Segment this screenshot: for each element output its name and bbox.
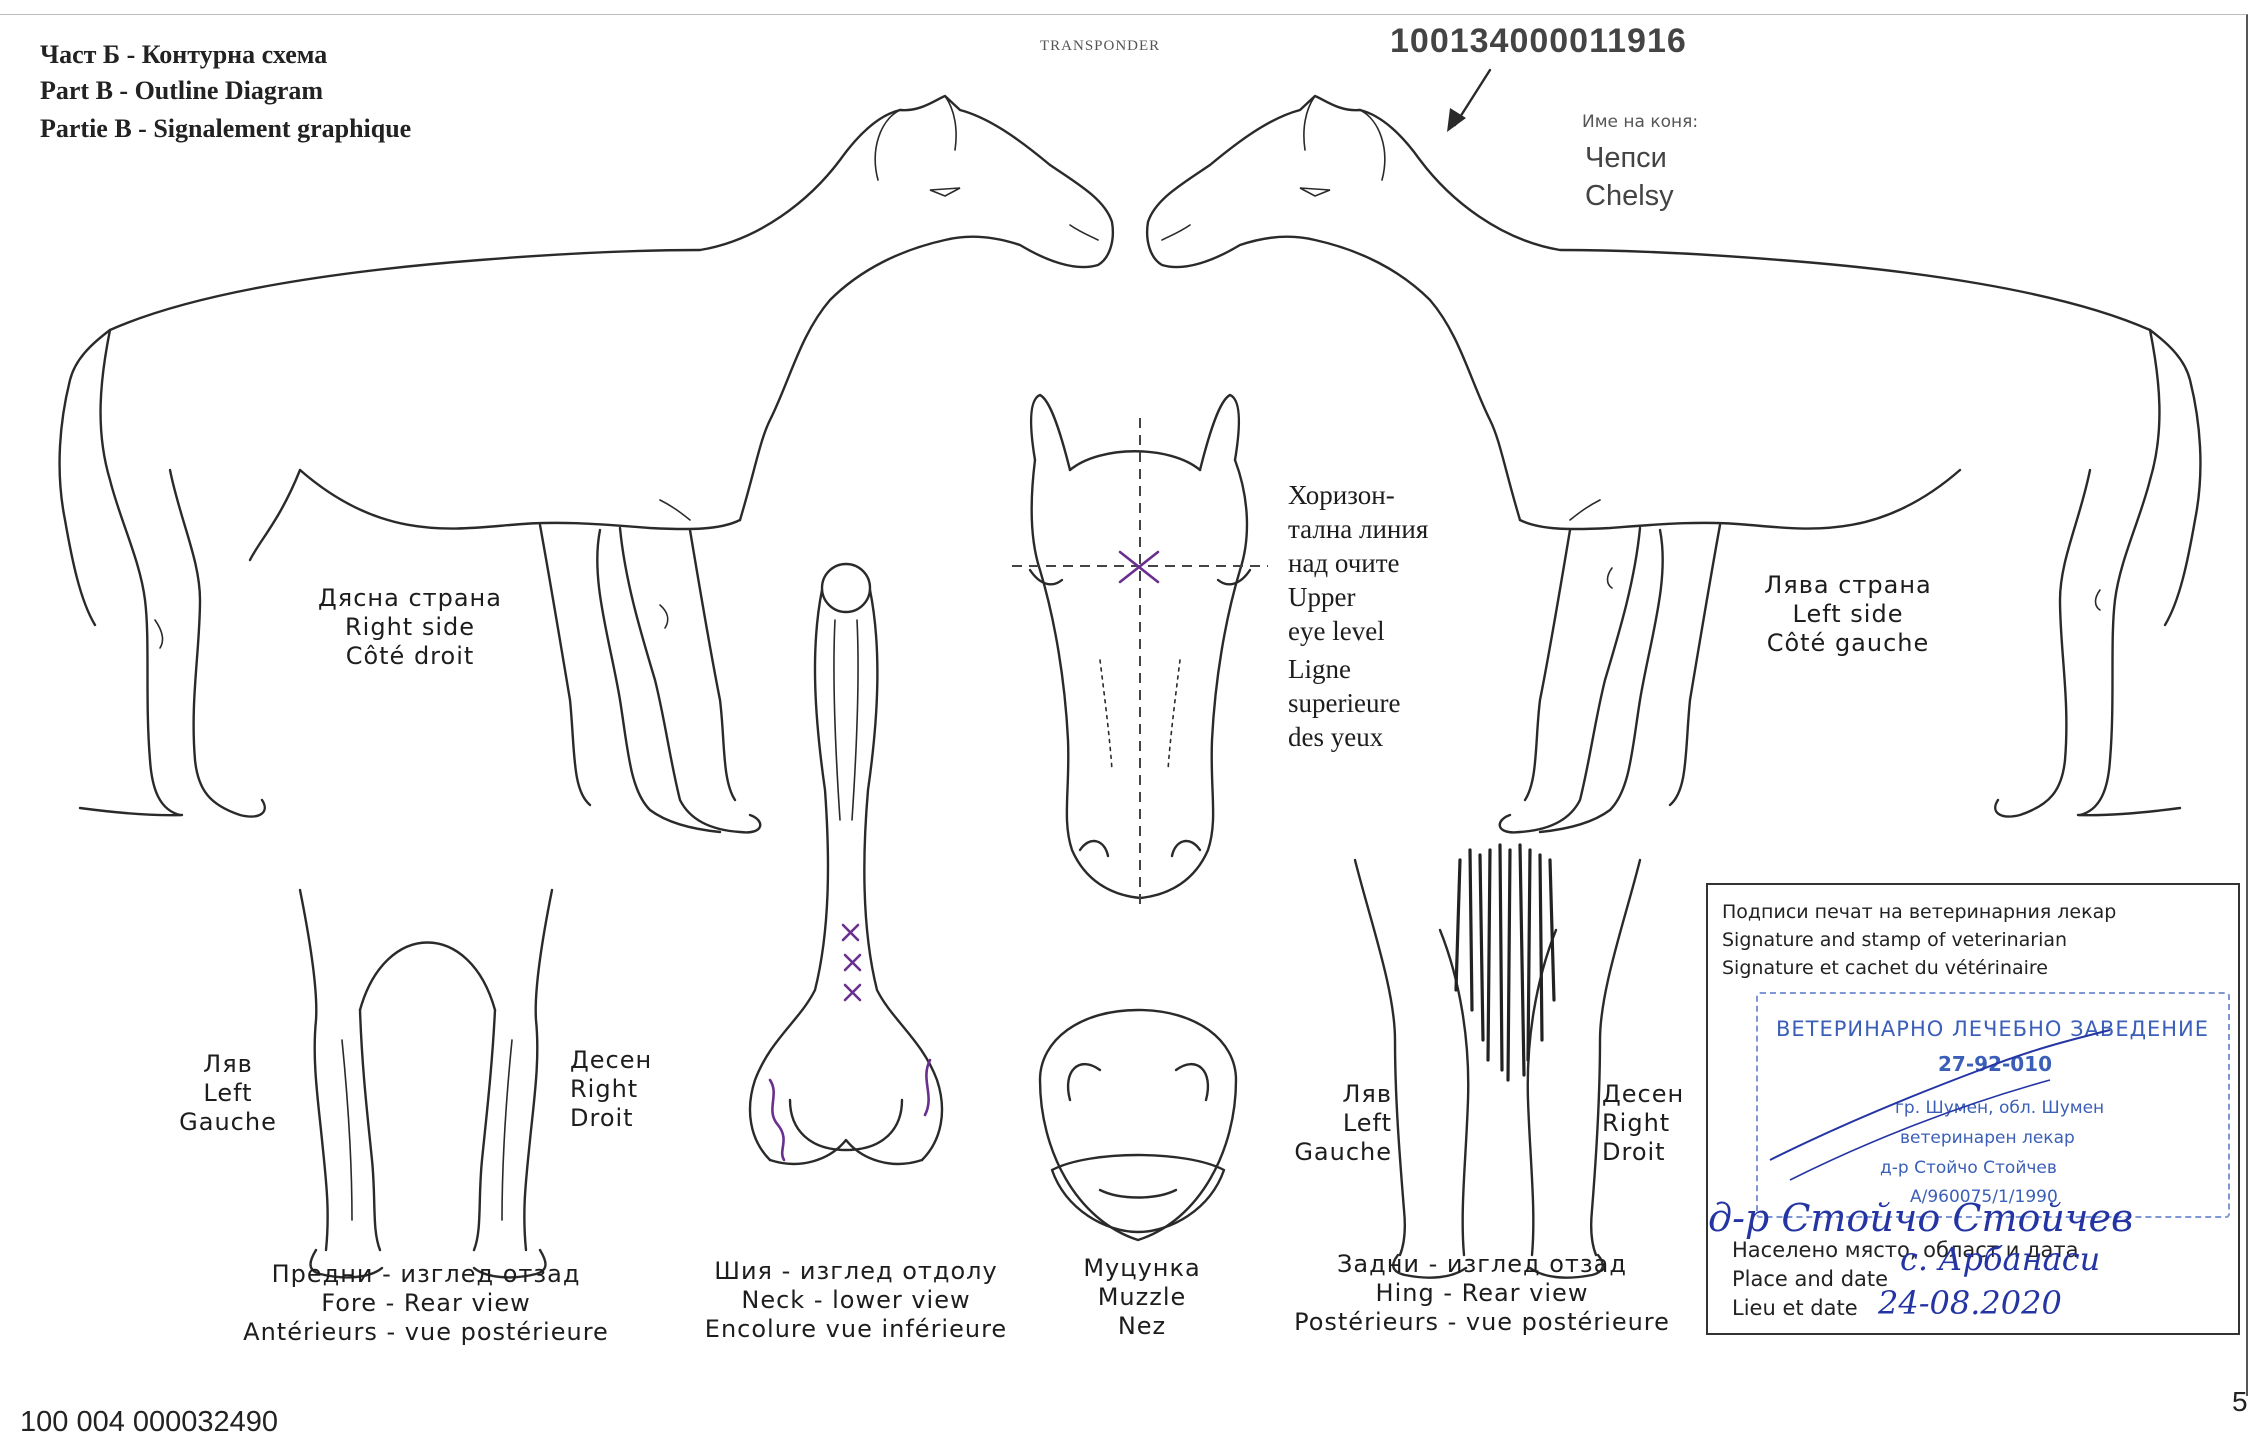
neck-caption-fr: Encolure vue inférieure — [704, 1315, 1008, 1343]
handwritten-date: 24-08.2020 — [1878, 1284, 2062, 1322]
hind-left-label-fr: Gauche — [1294, 1138, 1392, 1166]
horse-name-label: Име на коня: — [1582, 112, 1699, 132]
fore-left-label: Ляв Left Gauche — [168, 1050, 288, 1137]
transponder-label: TRANSPONDER — [1040, 38, 1161, 54]
page-frame — [0, 14, 2248, 1396]
muzzle-caption-bg: Муцунка — [1083, 1254, 1201, 1282]
eye-level-line-1: Хоризон- — [1288, 480, 1395, 510]
handwritten-signature: д-р Стойчо Стойчев — [1708, 1196, 2134, 1240]
stamp-title-en: Signature and stamp of veterinarian — [1722, 929, 2068, 951]
hind-caption: Задни - изглед отзад Hing - Rear view Po… — [1262, 1250, 1702, 1337]
neck-whorl-marks — [841, 923, 862, 1002]
eye-level-line-2: тална линия — [1288, 514, 1429, 544]
hind-left-label-en: Left — [1342, 1109, 1392, 1137]
fore-caption-bg: Предни - изглед отзад — [271, 1260, 581, 1288]
fore-right-label-en: Right — [570, 1075, 639, 1103]
stamp-role: ветеринарен лекар — [1900, 1128, 2075, 1148]
stamp-doctor: д-р Стойчо Стойчев — [1880, 1158, 2057, 1178]
document-number: 100 004 000032490 — [20, 1406, 279, 1438]
eye-level-line-8: des yeux — [1288, 722, 1384, 752]
place-label-en: Place and date — [1732, 1267, 1889, 1291]
right-side-label-fr: Côté droit — [345, 642, 475, 670]
fore-legs-outline — [298, 888, 554, 1279]
neck-caption-en: Neck - lower view — [741, 1286, 971, 1314]
neck-left-mark — [768, 1078, 786, 1162]
page-number: 5 — [2232, 1386, 2248, 1417]
header-title-bg: Част Б - Контурна схема — [40, 40, 328, 69]
hind-right-label-fr: Droit — [1602, 1138, 1666, 1166]
transponder-code: 100134000011916 — [1390, 22, 1687, 60]
handwritten-place: с. Арбанаси — [1900, 1240, 2101, 1278]
left-side-label: Лява страна Left side Côté gauche — [1738, 571, 1958, 658]
eye-level-label: Хоризон- тална линия над очите Upper eye… — [1288, 478, 1428, 754]
head-whorl-mark — [1118, 550, 1160, 584]
stamp-title-bg: Подписи печат на ветеринарния лекар — [1722, 901, 2117, 923]
veterinarian-signature-box — [1706, 883, 2240, 1335]
place-label-bg: Населено място, област и дата — [1732, 1238, 2079, 1262]
eye-level-line-4: Upper — [1288, 582, 1356, 612]
fore-caption: Предни - изглед отзад Fore - Rear view A… — [196, 1260, 656, 1347]
place-and-date-section: Населено място, област и дата Place and … — [1732, 1236, 2079, 1323]
fore-right-label-bg: Десен — [570, 1046, 653, 1074]
horse-name-latin: Chelsy — [1585, 180, 1674, 212]
eye-level-line-5: eye level — [1288, 616, 1385, 646]
fore-caption-fr: Antérieurs - vue postérieure — [243, 1318, 609, 1346]
left-side-label-fr: Côté gauche — [1766, 629, 1930, 657]
fore-left-label-en: Left — [203, 1079, 253, 1107]
hind-right-label-en: Right — [1602, 1109, 1671, 1137]
transponder-arrow — [1447, 68, 1492, 132]
neck-right-mark — [923, 1058, 932, 1117]
header-title-en: Part B - Outline Diagram — [40, 76, 324, 105]
hind-caption-bg: Задни - изглед отзад — [1337, 1250, 1627, 1278]
header-title-fr: Partie B - Signalement graphique — [40, 114, 412, 143]
muzzle-caption: Муцунка Muzzle Nez — [1062, 1254, 1222, 1341]
stamp-title-fr: Signature et cachet du vétérinaire — [1722, 957, 2048, 979]
horse-left-side-outline — [1146, 94, 2202, 834]
hind-left-label: Ляв Left Gauche — [1262, 1080, 1392, 1167]
horse-name-bg: Чепси — [1585, 142, 1667, 174]
neck-caption-bg: Шия - изглед отдолу — [714, 1257, 998, 1285]
fore-left-label-fr: Gauche — [179, 1108, 277, 1136]
fore-right-label: Десен Right Droit — [570, 1046, 652, 1133]
stamp-title: Подписи печат на ветеринарния лекар Sign… — [1722, 898, 2116, 982]
fore-right-label-fr: Droit — [570, 1104, 634, 1132]
vet-clinic-stamp — [1756, 992, 2230, 1218]
eye-level-line-6: Ligne — [1288, 654, 1351, 684]
muzzle-outline — [1038, 1008, 1238, 1242]
signature-scribble-strokes — [1769, 1029, 2111, 1181]
left-side-label-bg: Лява страна — [1764, 571, 1932, 599]
place-label-fr: Lieu et date — [1732, 1296, 1858, 1320]
stamp-registration: А/960075/1/1990 — [1910, 1187, 2058, 1207]
left-side-label-en: Left side — [1792, 600, 1904, 628]
fore-left-label-bg: Ляв — [203, 1050, 253, 1078]
muzzle-caption-fr: Nez — [1117, 1312, 1167, 1340]
hind-left-label-bg: Ляв — [1342, 1080, 1392, 1108]
eye-level-line-7: superieure — [1288, 688, 1401, 718]
horse-right-side-outline — [58, 94, 1114, 834]
hind-right-label-bg: Десен — [1602, 1080, 1685, 1108]
right-side-label: Дясна страна Right side Côté droit — [300, 584, 520, 671]
muzzle-caption-en: Muzzle — [1097, 1283, 1187, 1311]
eye-level-line-3: над очите — [1288, 548, 1400, 578]
fore-caption-en: Fore - Rear view — [321, 1289, 531, 1317]
neck-caption: Шия - изглед отдолу Neck - lower view En… — [676, 1257, 1036, 1344]
hind-caption-fr: Postérieurs - vue postérieure — [1294, 1308, 1670, 1336]
stamp-institution: ВЕТЕРИНАРНО ЛЕЧЕБНО ЗАВЕДЕНИЕ — [1776, 1017, 2210, 1041]
head-front-view-outline — [1012, 393, 1268, 910]
hind-legs-outline — [1353, 843, 1642, 1279]
hind-caption-en: Hing - Rear view — [1375, 1279, 1589, 1307]
right-side-label-en: Right side — [345, 613, 475, 641]
right-side-label-bg: Дясна страна — [318, 584, 502, 612]
hind-right-label: Десен Right Droit — [1602, 1080, 1684, 1167]
neck-lower-view-outline — [748, 562, 944, 1166]
